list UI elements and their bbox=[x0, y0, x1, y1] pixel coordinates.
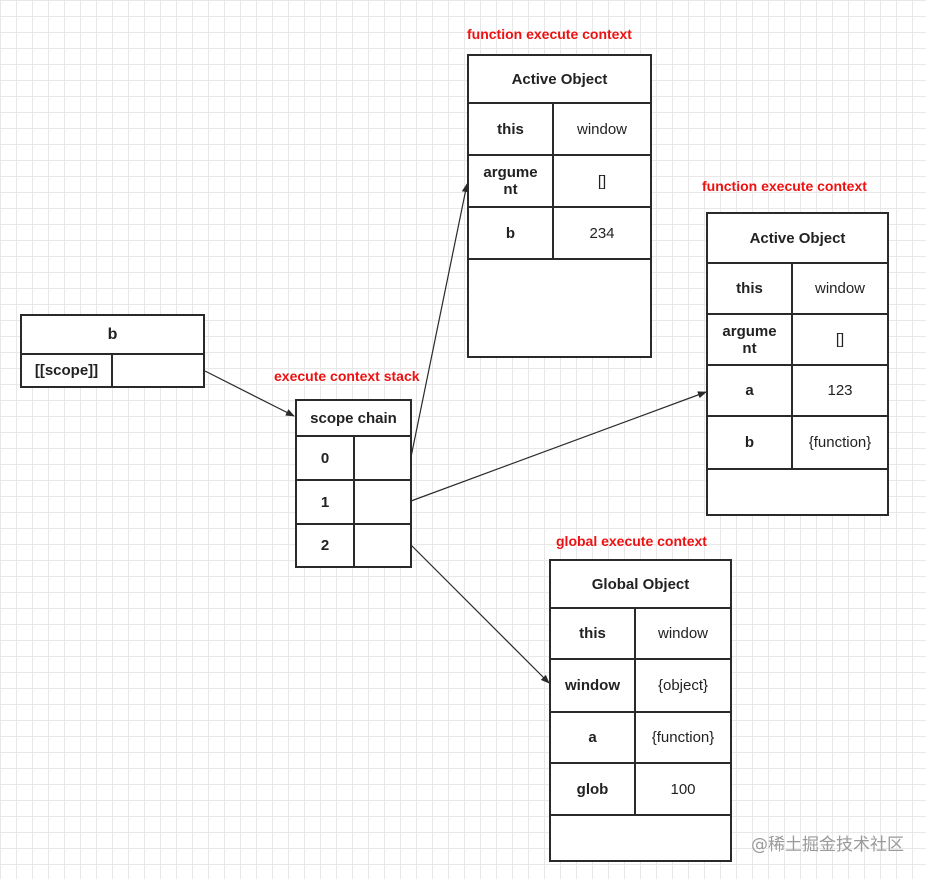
caption-function-context-2: function execute context bbox=[702, 178, 867, 194]
divider bbox=[708, 468, 887, 470]
scope-chain-box: scope chain 0 1 2 bbox=[295, 399, 412, 568]
caption-function-context-1: function execute context bbox=[467, 26, 632, 42]
global-object-box: Global Object this window window {object… bbox=[549, 559, 732, 862]
arrow-chain-2-to-global-object bbox=[410, 544, 550, 684]
divider bbox=[111, 353, 113, 386]
arrow-chain-1-to-active-object-2 bbox=[410, 391, 707, 502]
scope-chain-slot-0 bbox=[355, 437, 410, 479]
active-object-1-value-argument: [] bbox=[597, 172, 607, 190]
function-b-box: b [[scope]] bbox=[20, 314, 205, 388]
divider bbox=[297, 523, 410, 525]
divider bbox=[297, 479, 410, 481]
divider bbox=[469, 102, 650, 104]
global-object-key-a: a bbox=[588, 729, 597, 746]
divider bbox=[469, 258, 650, 260]
active-object-1-key-b: b bbox=[505, 224, 516, 242]
scope-chain-slot-1 bbox=[355, 481, 410, 523]
watermark: @稀土掘金技术社区 bbox=[751, 835, 904, 855]
active-object-2-value-b: {function} bbox=[808, 434, 872, 451]
active-object-1-value-this: window bbox=[576, 120, 628, 138]
divider bbox=[708, 364, 887, 366]
global-object-key-this: this bbox=[579, 625, 606, 642]
global-object-key-window: window bbox=[565, 677, 620, 694]
caption-execute-context-stack: execute context stack bbox=[274, 368, 420, 384]
scope-chain-slot-2 bbox=[355, 525, 410, 566]
active-object-2-title: Active Object bbox=[749, 229, 846, 247]
function-b-title: b bbox=[107, 326, 118, 343]
divider bbox=[552, 104, 554, 258]
active-object-2-key-a: a bbox=[745, 382, 754, 399]
scope-property-label: [[scope]] bbox=[34, 362, 99, 379]
global-object-value-this: window bbox=[657, 625, 709, 642]
divider bbox=[551, 762, 730, 764]
divider bbox=[551, 607, 730, 609]
active-object-1-title: Active Object bbox=[511, 70, 608, 88]
active-object-2-key-argument: argume nt bbox=[722, 322, 777, 357]
global-object-value-glob: 100 bbox=[670, 780, 696, 798]
divider bbox=[791, 264, 793, 468]
scope-property-value bbox=[113, 355, 203, 386]
global-object-title: Global Object bbox=[591, 575, 690, 593]
active-object-2-key-this: this bbox=[736, 280, 763, 297]
divider bbox=[551, 658, 730, 660]
active-object-2-value-this: window bbox=[814, 280, 866, 297]
active-object-2-value-a: 123 bbox=[827, 382, 853, 399]
global-object-value-window: {object} bbox=[657, 677, 709, 694]
divider bbox=[551, 711, 730, 713]
divider bbox=[353, 437, 355, 566]
divider bbox=[708, 262, 887, 264]
divider bbox=[551, 814, 730, 816]
divider bbox=[469, 206, 650, 208]
scope-chain-index-2: 2 bbox=[320, 537, 330, 554]
active-object-1-key-this: this bbox=[497, 120, 524, 138]
active-object-1-key-argument: argume nt bbox=[483, 164, 538, 198]
divider bbox=[708, 415, 887, 417]
active-object-1-value-b: 234 bbox=[589, 224, 615, 242]
divider bbox=[297, 435, 410, 437]
arrow-chain-0-to-active-object-1 bbox=[410, 183, 469, 458]
active-object-1-box: Active Object this window argume nt [] b… bbox=[467, 54, 652, 358]
scope-chain-index-1: 1 bbox=[320, 493, 330, 511]
scope-chain-title: scope chain bbox=[310, 409, 397, 427]
divider bbox=[708, 313, 887, 315]
caption-global-context: global execute context bbox=[556, 533, 707, 549]
scope-chain-index-0: 0 bbox=[320, 449, 330, 467]
global-object-value-a: {function} bbox=[651, 729, 715, 746]
divider bbox=[469, 154, 650, 156]
active-object-2-value-argument: [] bbox=[835, 331, 845, 348]
active-object-2-box: Active Object this window argume nt [] a… bbox=[706, 212, 889, 516]
global-object-key-glob: glob bbox=[576, 780, 609, 798]
active-object-2-key-b: b bbox=[744, 434, 755, 451]
